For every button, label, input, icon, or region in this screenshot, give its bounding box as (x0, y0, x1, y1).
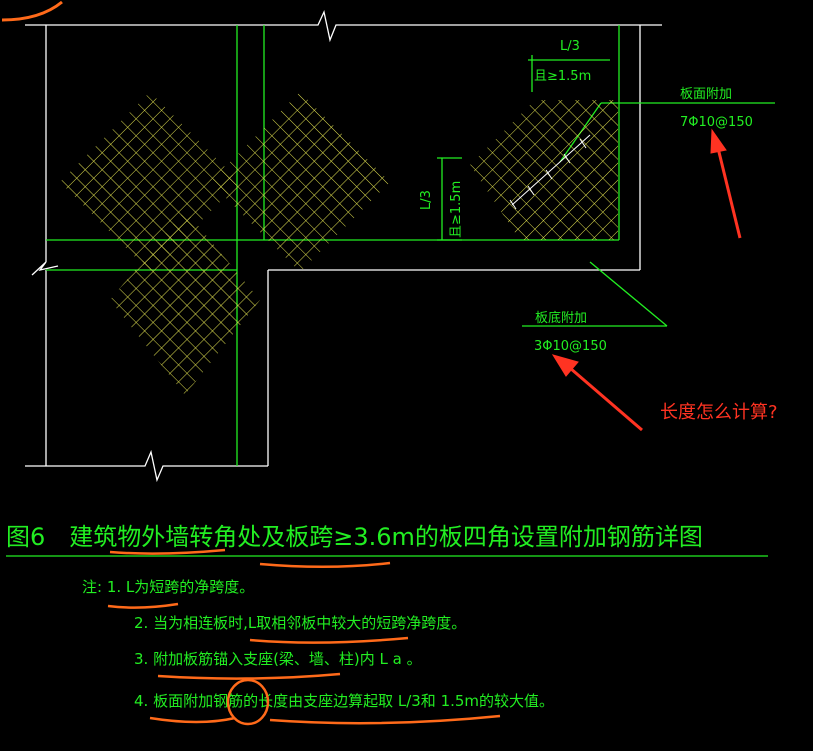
corner-diagonal-dimension (509, 134, 591, 210)
rebar-hatch-corner (470, 100, 618, 240)
bottom-rebar-label: 板底附加 (535, 310, 587, 326)
top-rebar-label: 板面附加 (680, 87, 732, 102)
dim-top-length: L/3 (560, 39, 580, 54)
orange-circle-mark (226, 678, 270, 726)
dim-side-length: L/3 (419, 190, 434, 210)
dim-top-min: 且≥1.5m (534, 69, 591, 84)
top-rebar-spec: 7Φ10@150 (680, 115, 753, 130)
orange-scribble-mark (1, 0, 63, 22)
note-2: 2. 当为相连板时,L取相邻板中较大的短跨净跨度。 (134, 614, 466, 632)
question-annotation: 长度怎么计算? (660, 402, 778, 423)
wall-outline (25, 9, 662, 483)
note-3: 3. 附加板筋锚入支座(梁、墙、柱)内 L a 。 (134, 650, 422, 668)
orange-underline-marks (107, 548, 501, 725)
figure-title: 图6 建筑物外墙转角处及板跨≥3.6m的板四角设置附加钢筋详图 (6, 523, 703, 551)
annotation-arrows (551, 128, 742, 432)
note-4: 4. 板面附加钢筋的长度由支座边算起取 L/3和 1.5m的较大值。 (134, 692, 554, 710)
note-1: 注: 1. L为短跨的净跨度。 (82, 578, 254, 596)
bottom-rebar-spec: 3Φ10@150 (534, 339, 607, 354)
dim-side-min: 且≥1.5m (449, 181, 464, 238)
rebar-hatch-middle (210, 92, 390, 272)
